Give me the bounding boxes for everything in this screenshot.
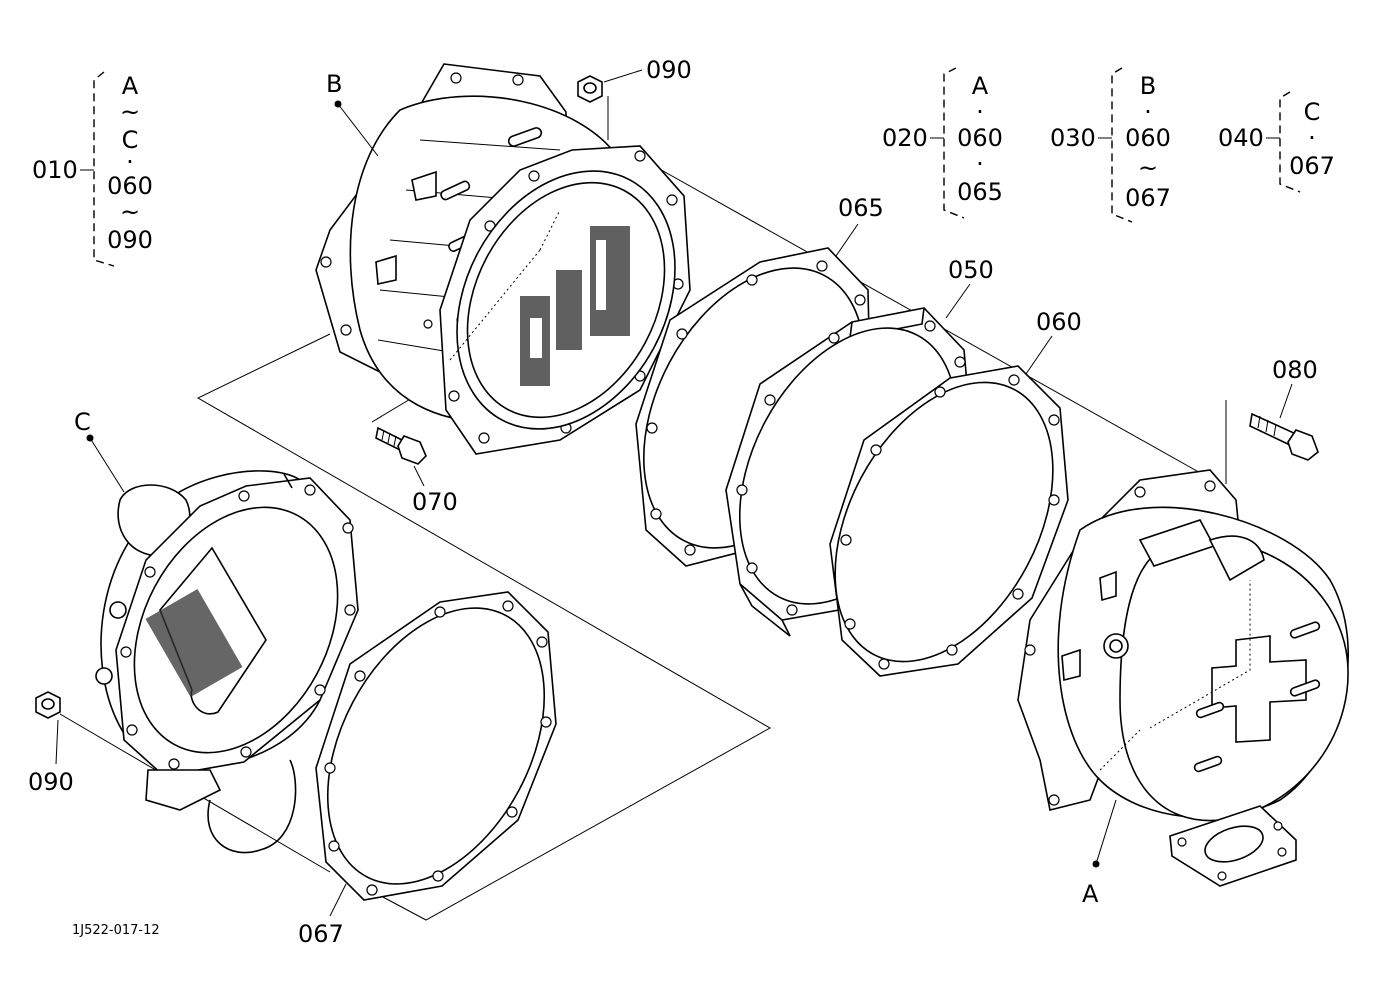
group-020: A · 060 · 065 (957, 72, 1003, 206)
group-040-item: 067 (1289, 152, 1335, 180)
label-050: 050 (948, 256, 994, 284)
group-030-item: ~ (1138, 154, 1158, 182)
bracket-030 (1098, 67, 1133, 223)
label-065: 065 (838, 194, 884, 222)
part-c-canister (95, 470, 359, 854)
group-010: A ~ C · 060 ~ 090 (107, 72, 153, 254)
label-030: 030 (1050, 124, 1096, 152)
perforated-holes (145, 589, 243, 697)
group-020-item: · (976, 150, 984, 178)
label-070: 070 (412, 488, 458, 516)
nut-090-left (35, 691, 61, 719)
callout-c: C (74, 408, 91, 436)
callout-a: A (1082, 880, 1099, 908)
part-a-canister (1017, 469, 1349, 887)
gasket-060 (829, 365, 1069, 677)
label-090-top: 090 (646, 56, 692, 84)
group-010-item: A (122, 72, 139, 100)
group-020-item: 065 (957, 178, 1003, 206)
label-080: 080 (1272, 356, 1318, 384)
bracket-020 (930, 67, 965, 219)
label-090-left: 090 (28, 768, 74, 796)
bolt-080 (1249, 412, 1319, 461)
group-040-item: C (1304, 98, 1321, 126)
group-030-item: 060 (1125, 124, 1171, 152)
group-010-item: ~ (120, 98, 140, 126)
group-010-item: ~ (120, 198, 140, 226)
bolt-070 (375, 426, 427, 465)
leader-lines (55, 69, 1293, 917)
drawing-number: 1J522-017-12 (72, 923, 160, 938)
group-010-item: 090 (107, 226, 153, 254)
label-020: 020 (882, 124, 928, 152)
group-040: C · 067 (1289, 98, 1335, 180)
group-030-item: B (1140, 72, 1156, 100)
gasket-067 (315, 591, 557, 901)
callout-b: B (326, 70, 342, 98)
bracket-040 (1266, 91, 1301, 193)
ring-050 (725, 307, 973, 637)
label-040: 040 (1218, 124, 1264, 152)
group-010-item: C (122, 126, 139, 154)
group-020-item: · (976, 98, 984, 126)
bracket-010 (80, 71, 115, 267)
nut-090-top (577, 75, 603, 103)
filter-mesh (520, 226, 630, 386)
group-030-item: · (1144, 98, 1152, 126)
group-010-item: 060 (107, 172, 153, 200)
group-020-item: 060 (957, 124, 1003, 152)
group-020-item: A (972, 72, 989, 100)
group-030-item: 067 (1125, 184, 1171, 212)
group-030: B · 060 ~ 067 (1125, 72, 1171, 212)
label-067: 067 (298, 920, 344, 948)
part-b-canister (315, 63, 691, 455)
label-060: 060 (1036, 308, 1082, 336)
group-010-item: · (126, 148, 134, 176)
label-010: 010 (32, 156, 78, 184)
group-040-item: · (1308, 124, 1316, 152)
